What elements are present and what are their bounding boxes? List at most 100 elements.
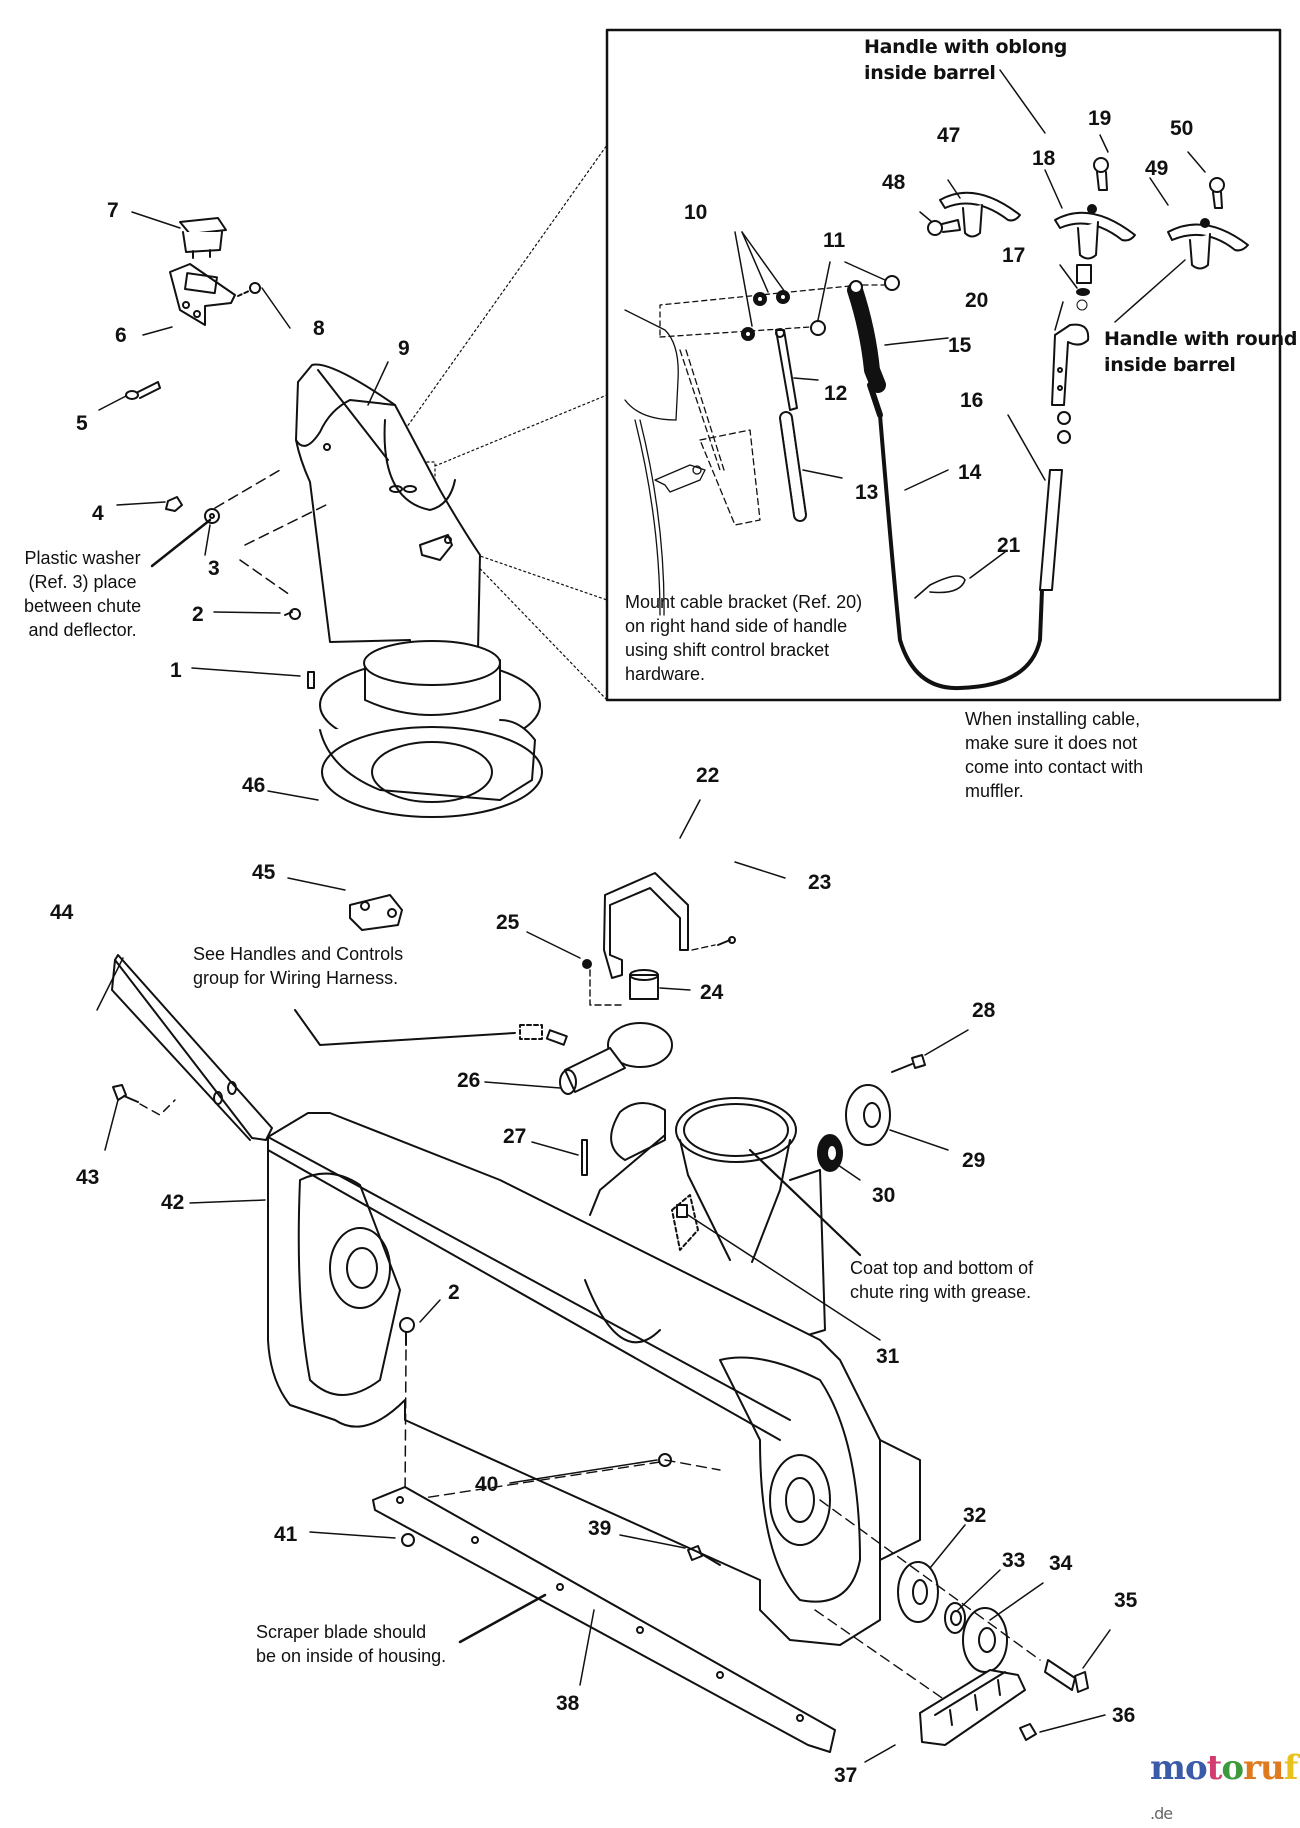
callout-29: 29 (962, 1149, 986, 1172)
callout-5: 5 (76, 412, 88, 435)
part-36-nut (1019, 1723, 1037, 1741)
callout-26: 26 (457, 1069, 481, 1092)
callout-3: 3 (208, 557, 220, 580)
callout-11: 11 (823, 229, 846, 252)
callout-47: 47 (937, 124, 961, 147)
handle-49 (1167, 218, 1249, 270)
callout-40: 40 (475, 1473, 499, 1496)
part-32-flange (897, 1561, 939, 1623)
callout-34: 34 (1049, 1552, 1073, 1575)
watermark-letter: r (1243, 1748, 1261, 1788)
part-45-cam (349, 894, 403, 931)
part-23-screw (691, 936, 736, 951)
part-29-flange (845, 1084, 891, 1146)
note-wiring-harness: See Handles and Controls group for Wirin… (193, 944, 404, 988)
callout-2b: 2 (448, 1281, 460, 1304)
callout-16: 16 (960, 389, 984, 412)
watermark-letter: f (1283, 1748, 1299, 1788)
callout-50: 50 (1170, 117, 1194, 140)
part-24-gear (629, 969, 659, 1000)
part-8-nut (237, 282, 261, 297)
part-15-boot (847, 280, 886, 418)
callout-13: 13 (855, 481, 879, 504)
watermark-letter: o (1184, 1748, 1208, 1788)
part-35-bolt (1044, 1659, 1089, 1693)
part-22-shield (603, 872, 689, 979)
axle-dashed-line (819, 1499, 1041, 1661)
part-6-bracket (169, 263, 236, 326)
callout-37: 37 (834, 1764, 858, 1787)
callout-23: 23 (808, 871, 832, 894)
part-42-housing (267, 1112, 921, 1646)
callout-21: 21 (997, 534, 1021, 557)
callout-18: 18 (1032, 147, 1056, 170)
callout-8: 8 (313, 317, 325, 340)
callout-7: 7 (107, 199, 119, 222)
callout-48: 48 (882, 171, 906, 194)
part-21-cable-tie (914, 575, 966, 599)
main-leaders (96, 211, 1111, 1763)
part-33-bushing (944, 1602, 966, 1634)
callout-49: 49 (1145, 157, 1169, 180)
watermark-letter: u (1260, 1748, 1285, 1788)
callout-42: 42 (161, 1191, 185, 1214)
watermark-letter: t (1206, 1748, 1223, 1788)
screw-19 (1093, 157, 1109, 191)
callout-22: 22 (696, 764, 720, 787)
callout-45: 45 (252, 861, 276, 884)
callout-15: 15 (948, 334, 972, 357)
part-7-switch (179, 217, 227, 259)
part-17-nut-washer (1076, 264, 1092, 311)
part-16-cable-end (1039, 469, 1063, 591)
callout-33: 33 (1002, 1549, 1026, 1572)
callout-28: 28 (972, 999, 996, 1022)
watermark-tld: .de (1150, 1804, 1173, 1823)
callout-20: 20 (965, 289, 989, 312)
callout-30: 30 (872, 1184, 896, 1207)
label-handle-oblong: Handle with oblong inside barrel (864, 36, 1068, 84)
part-13-spring (779, 411, 807, 522)
part-38-scraper-blade (372, 1486, 836, 1753)
part-14-cable (878, 413, 1044, 691)
part-10-washers (741, 290, 790, 341)
callout-9: 9 (398, 337, 410, 360)
callout-32: 32 (963, 1504, 987, 1527)
screw-50 (1209, 177, 1225, 209)
skid-dashed-line (814, 1609, 946, 1701)
small-hardware-chute (165, 469, 331, 689)
watermark-motoruf: motoruf.de (1150, 1748, 1300, 1828)
callout-41: 41 (274, 1523, 298, 1546)
callout-44: 44 (50, 901, 74, 924)
part-9-chute (295, 363, 481, 681)
callout-6: 6 (115, 324, 127, 347)
label-handle-round: Handle with round inside barrel (1104, 328, 1298, 376)
handle-18 (1054, 204, 1136, 260)
callout-12: 12 (824, 382, 848, 405)
callout-46: 46 (242, 774, 266, 797)
callout-39: 39 (588, 1517, 612, 1540)
part-44-deflector (111, 954, 273, 1141)
note-cable-muffler: When installing cable, make sure it does… (965, 709, 1144, 801)
handle-47 (939, 191, 1021, 238)
inset-leaders (734, 69, 1206, 579)
callout-25: 25 (496, 911, 520, 934)
part-43-screw (112, 1084, 176, 1116)
note-grease: Coat top and bottom of chute ring with g… (850, 1258, 1034, 1302)
note-plastic-washer: Plastic washer (Ref. 3) place between ch… (24, 548, 142, 640)
part-37-skid-shoe (919, 1669, 1026, 1746)
callout-38: 38 (556, 1692, 580, 1715)
callout-31: 31 (876, 1345, 900, 1368)
part-26-motor (519, 969, 673, 1095)
callout-24: 24 (700, 981, 724, 1004)
callout-19: 19 (1088, 107, 1112, 130)
callout-2a: 2 (192, 603, 204, 626)
housing-hardware (399, 1317, 721, 1566)
part-30-bearing (817, 1134, 843, 1172)
part-46-chute-ring (319, 640, 543, 818)
callout-27: 27 (503, 1125, 527, 1148)
screw-48 (927, 219, 961, 236)
part-11-nuts (810, 275, 900, 336)
part-25-nut (582, 959, 592, 969)
part-20-bracket (1051, 323, 1090, 444)
part-34-flange (962, 1607, 1008, 1673)
